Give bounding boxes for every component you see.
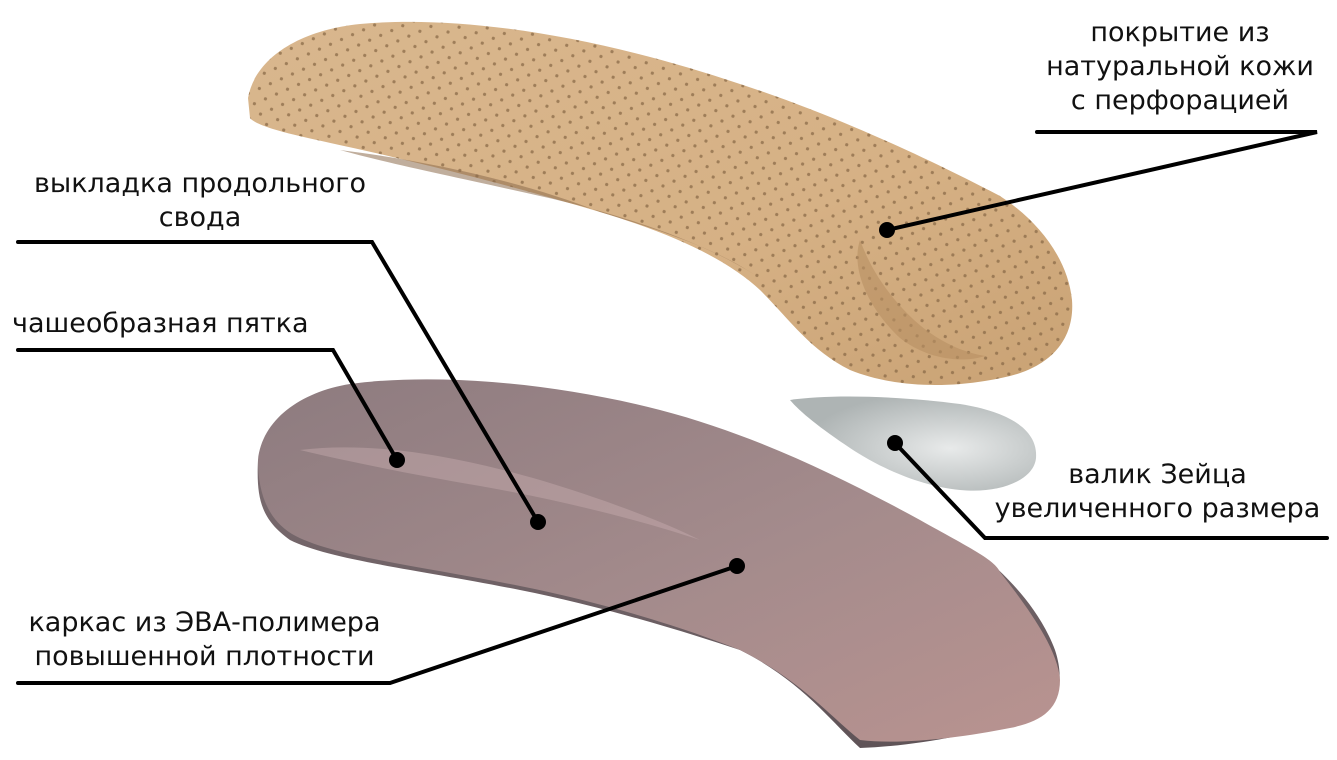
label-leather-cover-line1: покрытие из: [1030, 16, 1330, 50]
label-arch-support-line2: свода: [10, 201, 390, 235]
dot-zeitz-roll: [887, 435, 903, 451]
label-heel-cup-line1: чашеобразная пятка: [12, 307, 309, 341]
dot-eva-frame: [729, 558, 745, 574]
label-eva-frame-line1: каркас из ЭВА-полимера: [12, 606, 397, 640]
label-heel-cup: чашеобразная пятка: [12, 307, 309, 341]
dot-heel-cup: [389, 452, 405, 468]
label-leather-cover-line3: с перфорацией: [1030, 84, 1330, 118]
dot-leather-cover: [879, 222, 895, 238]
label-zeitz-roll-line1: валик Зейца: [985, 458, 1330, 492]
label-arch-support: выкладка продольного свода: [10, 167, 390, 235]
label-leather-cover: покрытие из натуральной кожи с перфораци…: [1030, 16, 1330, 118]
label-arch-support-line1: выкладка продольного: [10, 167, 390, 201]
label-eva-frame-line2: повышенной плотности: [12, 640, 397, 674]
dot-arch-support: [530, 514, 546, 530]
label-zeitz-roll: валик Зейца увеличенного размера: [985, 458, 1330, 526]
label-leather-cover-line2: натуральной кожи: [1030, 50, 1330, 84]
label-zeitz-roll-line2: увеличенного размера: [985, 492, 1330, 526]
label-eva-frame: каркас из ЭВА-полимера повышенной плотно…: [12, 606, 397, 674]
